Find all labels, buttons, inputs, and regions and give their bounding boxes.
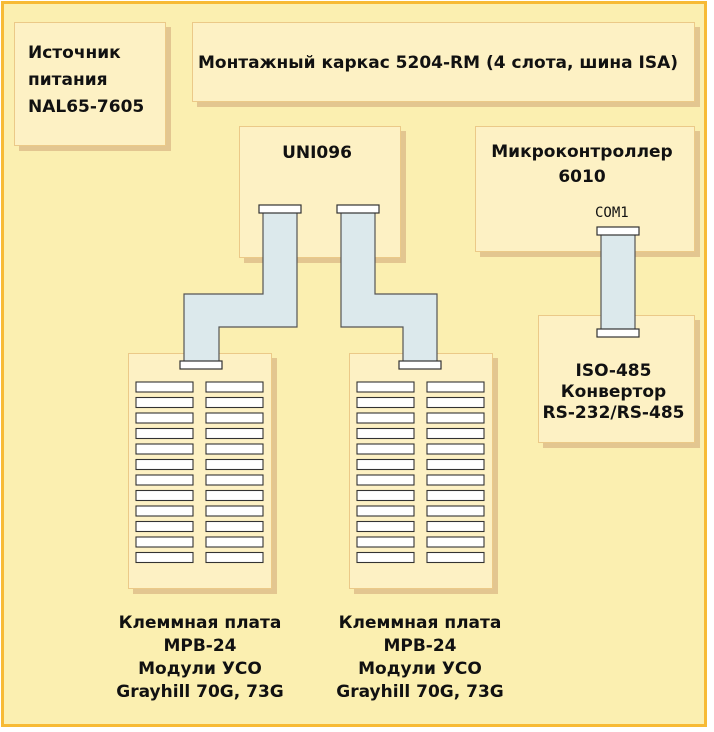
terminal-slot-left bbox=[135, 489, 194, 502]
terminal-slot-left bbox=[205, 458, 264, 471]
terminal-slot-right bbox=[356, 474, 415, 486]
terminal-slot-left bbox=[205, 427, 264, 440]
terminal-slot-right bbox=[426, 427, 485, 440]
terminal-slot-left bbox=[205, 536, 264, 548]
power-supply-box bbox=[14, 22, 166, 146]
terminal-slot-left bbox=[135, 520, 194, 533]
chassis-label: Монтажный каркас 5204-RM (4 слота, шина … bbox=[197, 53, 679, 73]
left-caption-line-4: Grayhill 70G, 73G bbox=[116, 682, 284, 702]
power-supply-line-1: Источник bbox=[28, 43, 121, 63]
connector-converter bbox=[596, 328, 640, 338]
terminal-slot-right bbox=[426, 412, 485, 424]
terminal-slot-left bbox=[205, 489, 264, 502]
terminal-board-right-caption: Клеммная плата MPB-24 Модули УСО Grayhil… bbox=[320, 612, 520, 704]
microcontroller-label: Микроконтроллер 6010 bbox=[475, 140, 689, 190]
terminal-slot-right bbox=[356, 412, 415, 424]
terminal-slot-left bbox=[205, 505, 264, 517]
microcontroller-line-2: 6010 bbox=[558, 167, 606, 187]
terminal-slot-right bbox=[426, 381, 485, 393]
ribbon-cable-right bbox=[340, 211, 438, 365]
terminal-slot-left bbox=[135, 427, 194, 440]
converter-line-1: ISO-485 bbox=[575, 361, 652, 381]
terminal-slot-right bbox=[356, 489, 415, 502]
terminal-slot-right bbox=[426, 396, 485, 409]
terminal-slot-left bbox=[135, 396, 194, 409]
serial-cable bbox=[600, 231, 636, 334]
terminal-slot-right bbox=[426, 505, 485, 517]
terminal-slot-left bbox=[135, 551, 194, 564]
converter-line-3: RS-232/RS-485 bbox=[542, 403, 685, 423]
right-caption-line-1: Клеммная плата bbox=[338, 613, 502, 633]
com1-label: COM1 bbox=[595, 205, 629, 221]
right-caption-line-2: MPB-24 bbox=[383, 636, 457, 656]
converter-label: ISO-485 Конвертор RS-232/RS-485 bbox=[538, 361, 689, 424]
terminal-slot-right bbox=[356, 381, 415, 393]
terminal-slot-left bbox=[205, 551, 264, 564]
uni096-label: UNI096 bbox=[282, 143, 352, 163]
terminal-slot-left bbox=[205, 520, 264, 533]
terminal-slot-right bbox=[426, 520, 485, 533]
terminal-slot-right bbox=[356, 536, 415, 548]
terminal-slot-left bbox=[135, 443, 194, 455]
right-caption-line-4: Grayhill 70G, 73G bbox=[336, 682, 504, 702]
left-caption-line-3: Модули УСО bbox=[138, 659, 262, 679]
connector-uni-right bbox=[336, 204, 380, 214]
terminal-slot-left bbox=[205, 474, 264, 486]
connector-com1 bbox=[596, 226, 640, 236]
terminal-slot-right bbox=[426, 443, 485, 455]
terminal-slot-left bbox=[135, 536, 194, 548]
terminal-slot-left bbox=[135, 381, 194, 393]
terminal-slot-left bbox=[205, 443, 264, 455]
right-caption-line-3: Модули УСО bbox=[358, 659, 482, 679]
power-supply-line-2: питания bbox=[28, 70, 108, 90]
terminal-slot-left bbox=[135, 505, 194, 517]
terminal-slot-right bbox=[426, 551, 485, 564]
terminal-slot-right bbox=[426, 474, 485, 486]
connector-uni-left bbox=[258, 204, 302, 214]
connector-board-left bbox=[179, 360, 223, 370]
terminal-slot-right bbox=[426, 489, 485, 502]
power-supply-label: Источник питания NAL65-7605 bbox=[28, 40, 144, 121]
terminal-slot-right bbox=[356, 551, 415, 564]
terminal-slot-right bbox=[356, 505, 415, 517]
terminal-slot-right bbox=[426, 536, 485, 548]
power-supply-line-3: NAL65-7605 bbox=[28, 97, 145, 117]
terminal-slot-right bbox=[356, 396, 415, 409]
left-caption-line-1: Клеммная плата bbox=[118, 613, 282, 633]
terminal-slot-right bbox=[356, 458, 415, 471]
microcontroller-box bbox=[475, 126, 695, 252]
terminal-slot-left bbox=[135, 412, 194, 424]
connector-board-right bbox=[398, 360, 442, 370]
terminal-slot-right bbox=[356, 520, 415, 533]
terminal-board-left-caption: Клеммная плата MPB-24 Модули УСО Grayhil… bbox=[100, 612, 300, 704]
converter-line-2: Конвертор bbox=[560, 382, 667, 402]
terminal-slot-right bbox=[356, 443, 415, 455]
terminal-slot-right bbox=[426, 458, 485, 471]
terminal-slot-right bbox=[356, 427, 415, 440]
terminal-slot-left bbox=[135, 458, 194, 471]
chassis-box bbox=[192, 22, 695, 102]
left-caption-line-2: MPB-24 bbox=[163, 636, 237, 656]
terminal-slot-left bbox=[205, 396, 264, 409]
terminal-slot-left bbox=[205, 412, 264, 424]
terminal-slot-left bbox=[205, 381, 264, 393]
terminal-slot-left bbox=[135, 474, 194, 486]
microcontroller-line-1: Микроконтроллер bbox=[491, 142, 673, 162]
ribbon-cable-left bbox=[183, 211, 298, 365]
